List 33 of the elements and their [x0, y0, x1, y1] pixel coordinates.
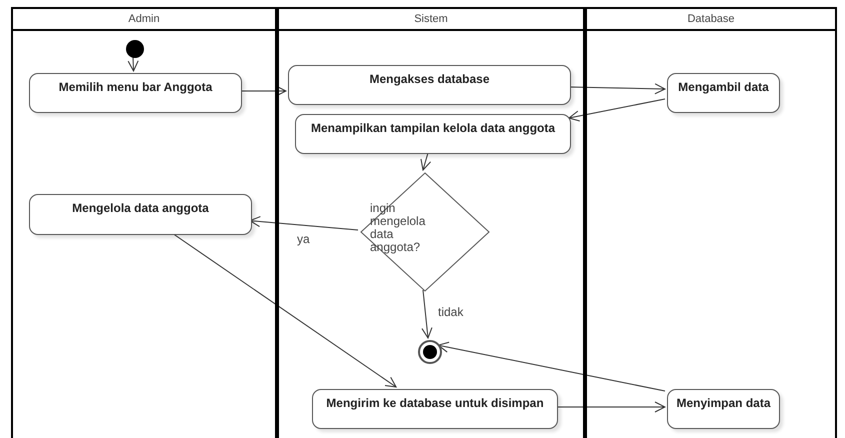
arrow [250, 216, 358, 230]
activity-box [29, 194, 252, 235]
activity-box [288, 65, 571, 105]
decision-diamond [360, 172, 490, 292]
arrow [438, 342, 666, 392]
activity-text: Menyimpan data [676, 396, 771, 410]
final-node [418, 340, 442, 364]
lane-header: Sistem [279, 9, 583, 31]
activity-box [29, 73, 242, 113]
initial-node [126, 40, 144, 58]
activity-text: Mengelola data anggota [72, 201, 209, 215]
activity-text: Mengakses database [369, 72, 490, 86]
lane-header: Database [587, 9, 835, 31]
activity-box [667, 73, 780, 113]
activity-box [295, 114, 571, 154]
edge-label: tidak [437, 305, 464, 319]
arrow [568, 83, 666, 94]
activity-text: Mengambil data [678, 80, 769, 94]
swimlane [277, 7, 585, 438]
arrow [422, 290, 432, 338]
activity-text: Mengirim ke database untuk disimpan [326, 396, 544, 410]
swimlane [585, 7, 837, 438]
arrow [128, 56, 139, 72]
activity-box [667, 389, 780, 429]
lane-header: Admin [13, 9, 275, 31]
arrow [568, 98, 666, 122]
activity-box [312, 389, 558, 429]
arrow [240, 86, 286, 96]
activity-text: Menampilkan tampilan kelola data anggota [310, 121, 556, 135]
arrow [420, 152, 432, 170]
arrow [556, 402, 666, 412]
activity-text: Memilih menu bar Anggota [58, 80, 212, 94]
swimlane [11, 7, 277, 438]
